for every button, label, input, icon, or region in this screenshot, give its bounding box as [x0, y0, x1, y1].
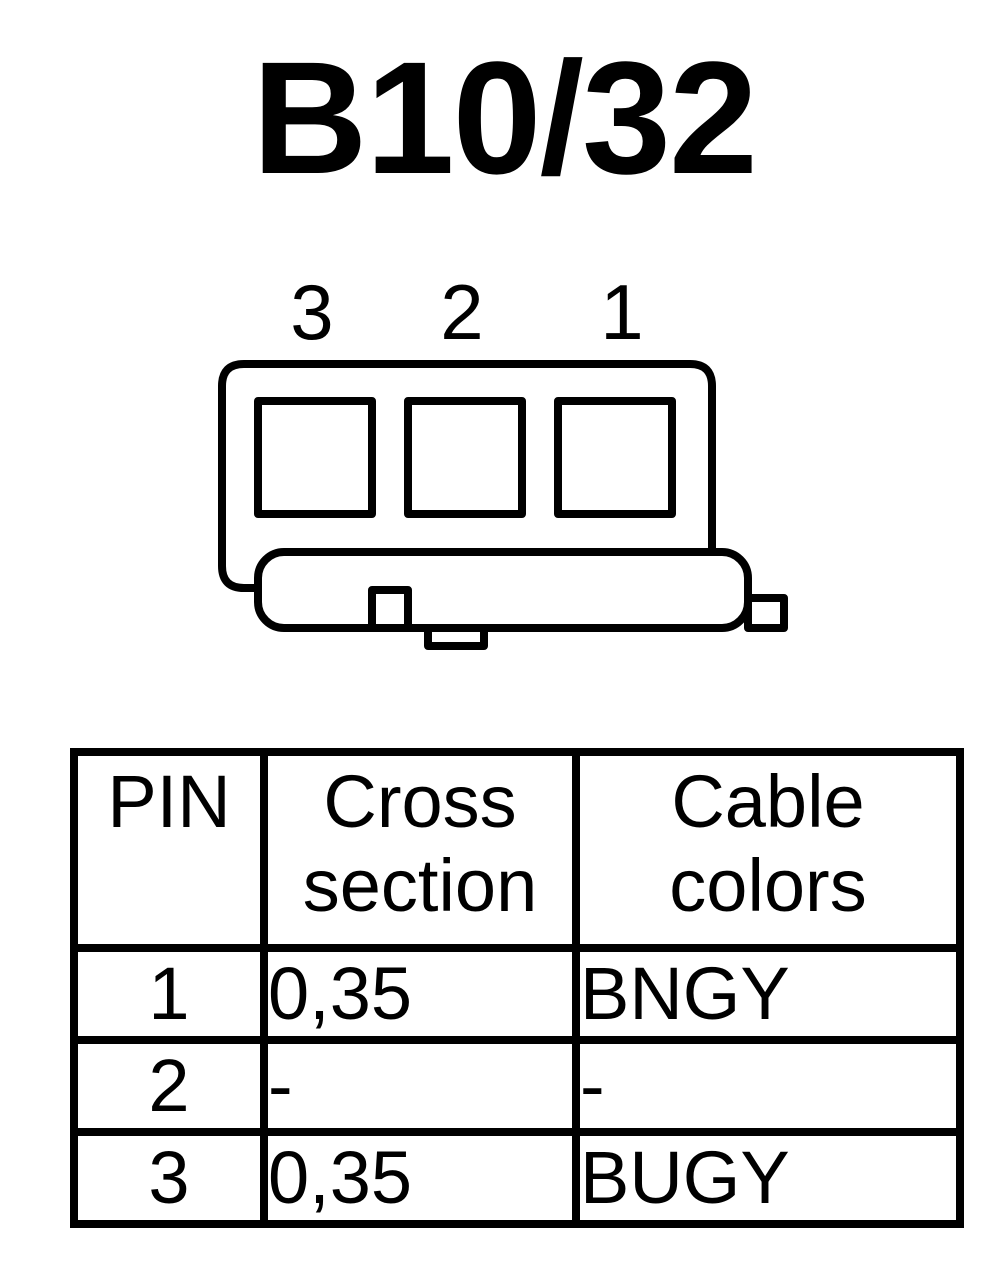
table-row: 2 - - — [70, 1036, 964, 1136]
row-cross-section: 0,35 — [260, 1128, 580, 1228]
latch-right-tab — [744, 594, 788, 632]
connector-housing — [218, 360, 716, 592]
table-row: 1 0,35 BNGY — [70, 944, 964, 1044]
table-header-row: PIN Cross section Cable colors — [70, 748, 964, 952]
row-cross-section: 0,35 — [260, 944, 580, 1044]
pin-number-labels: 3 2 1 — [0, 272, 1008, 352]
table-row: 3 0,35 BUGY — [70, 1128, 964, 1228]
pin-cavity-1 — [554, 397, 676, 518]
header-cross-section-line1: Cross — [323, 760, 517, 843]
latch-bottom-tab — [424, 624, 488, 650]
header-pin: PIN — [70, 748, 268, 952]
header-cable-colors-line1: Cable — [671, 760, 865, 843]
pin-label-3: 3 — [290, 268, 334, 356]
header-cross-section: Cross section — [260, 748, 580, 952]
row-cable-color: - — [572, 1036, 964, 1136]
connector-face-diagram — [218, 360, 788, 650]
pin-label-2: 2 — [440, 268, 484, 356]
row-pin: 2 — [70, 1036, 268, 1136]
row-pin: 3 — [70, 1128, 268, 1228]
header-cable-colors: Cable colors — [572, 748, 964, 952]
header-pin-label: PIN — [107, 760, 231, 843]
pinout-table: PIN Cross section Cable colors 1 0,35 BN… — [70, 748, 964, 1228]
pin-cavity-2 — [404, 397, 526, 518]
latch-notch — [368, 586, 412, 632]
connector-title: B10/32 — [252, 28, 758, 207]
header-cross-section-line2: section — [302, 844, 538, 927]
row-cable-color: BNGY — [572, 944, 964, 1044]
row-cable-color: BUGY — [572, 1128, 964, 1228]
pin-label-1: 1 — [600, 268, 644, 356]
header-cable-colors-line2: colors — [669, 844, 867, 927]
locking-latch — [254, 548, 752, 632]
row-pin: 1 — [70, 944, 268, 1044]
pin-cavity-3 — [254, 397, 376, 518]
row-cross-section: - — [260, 1036, 580, 1136]
